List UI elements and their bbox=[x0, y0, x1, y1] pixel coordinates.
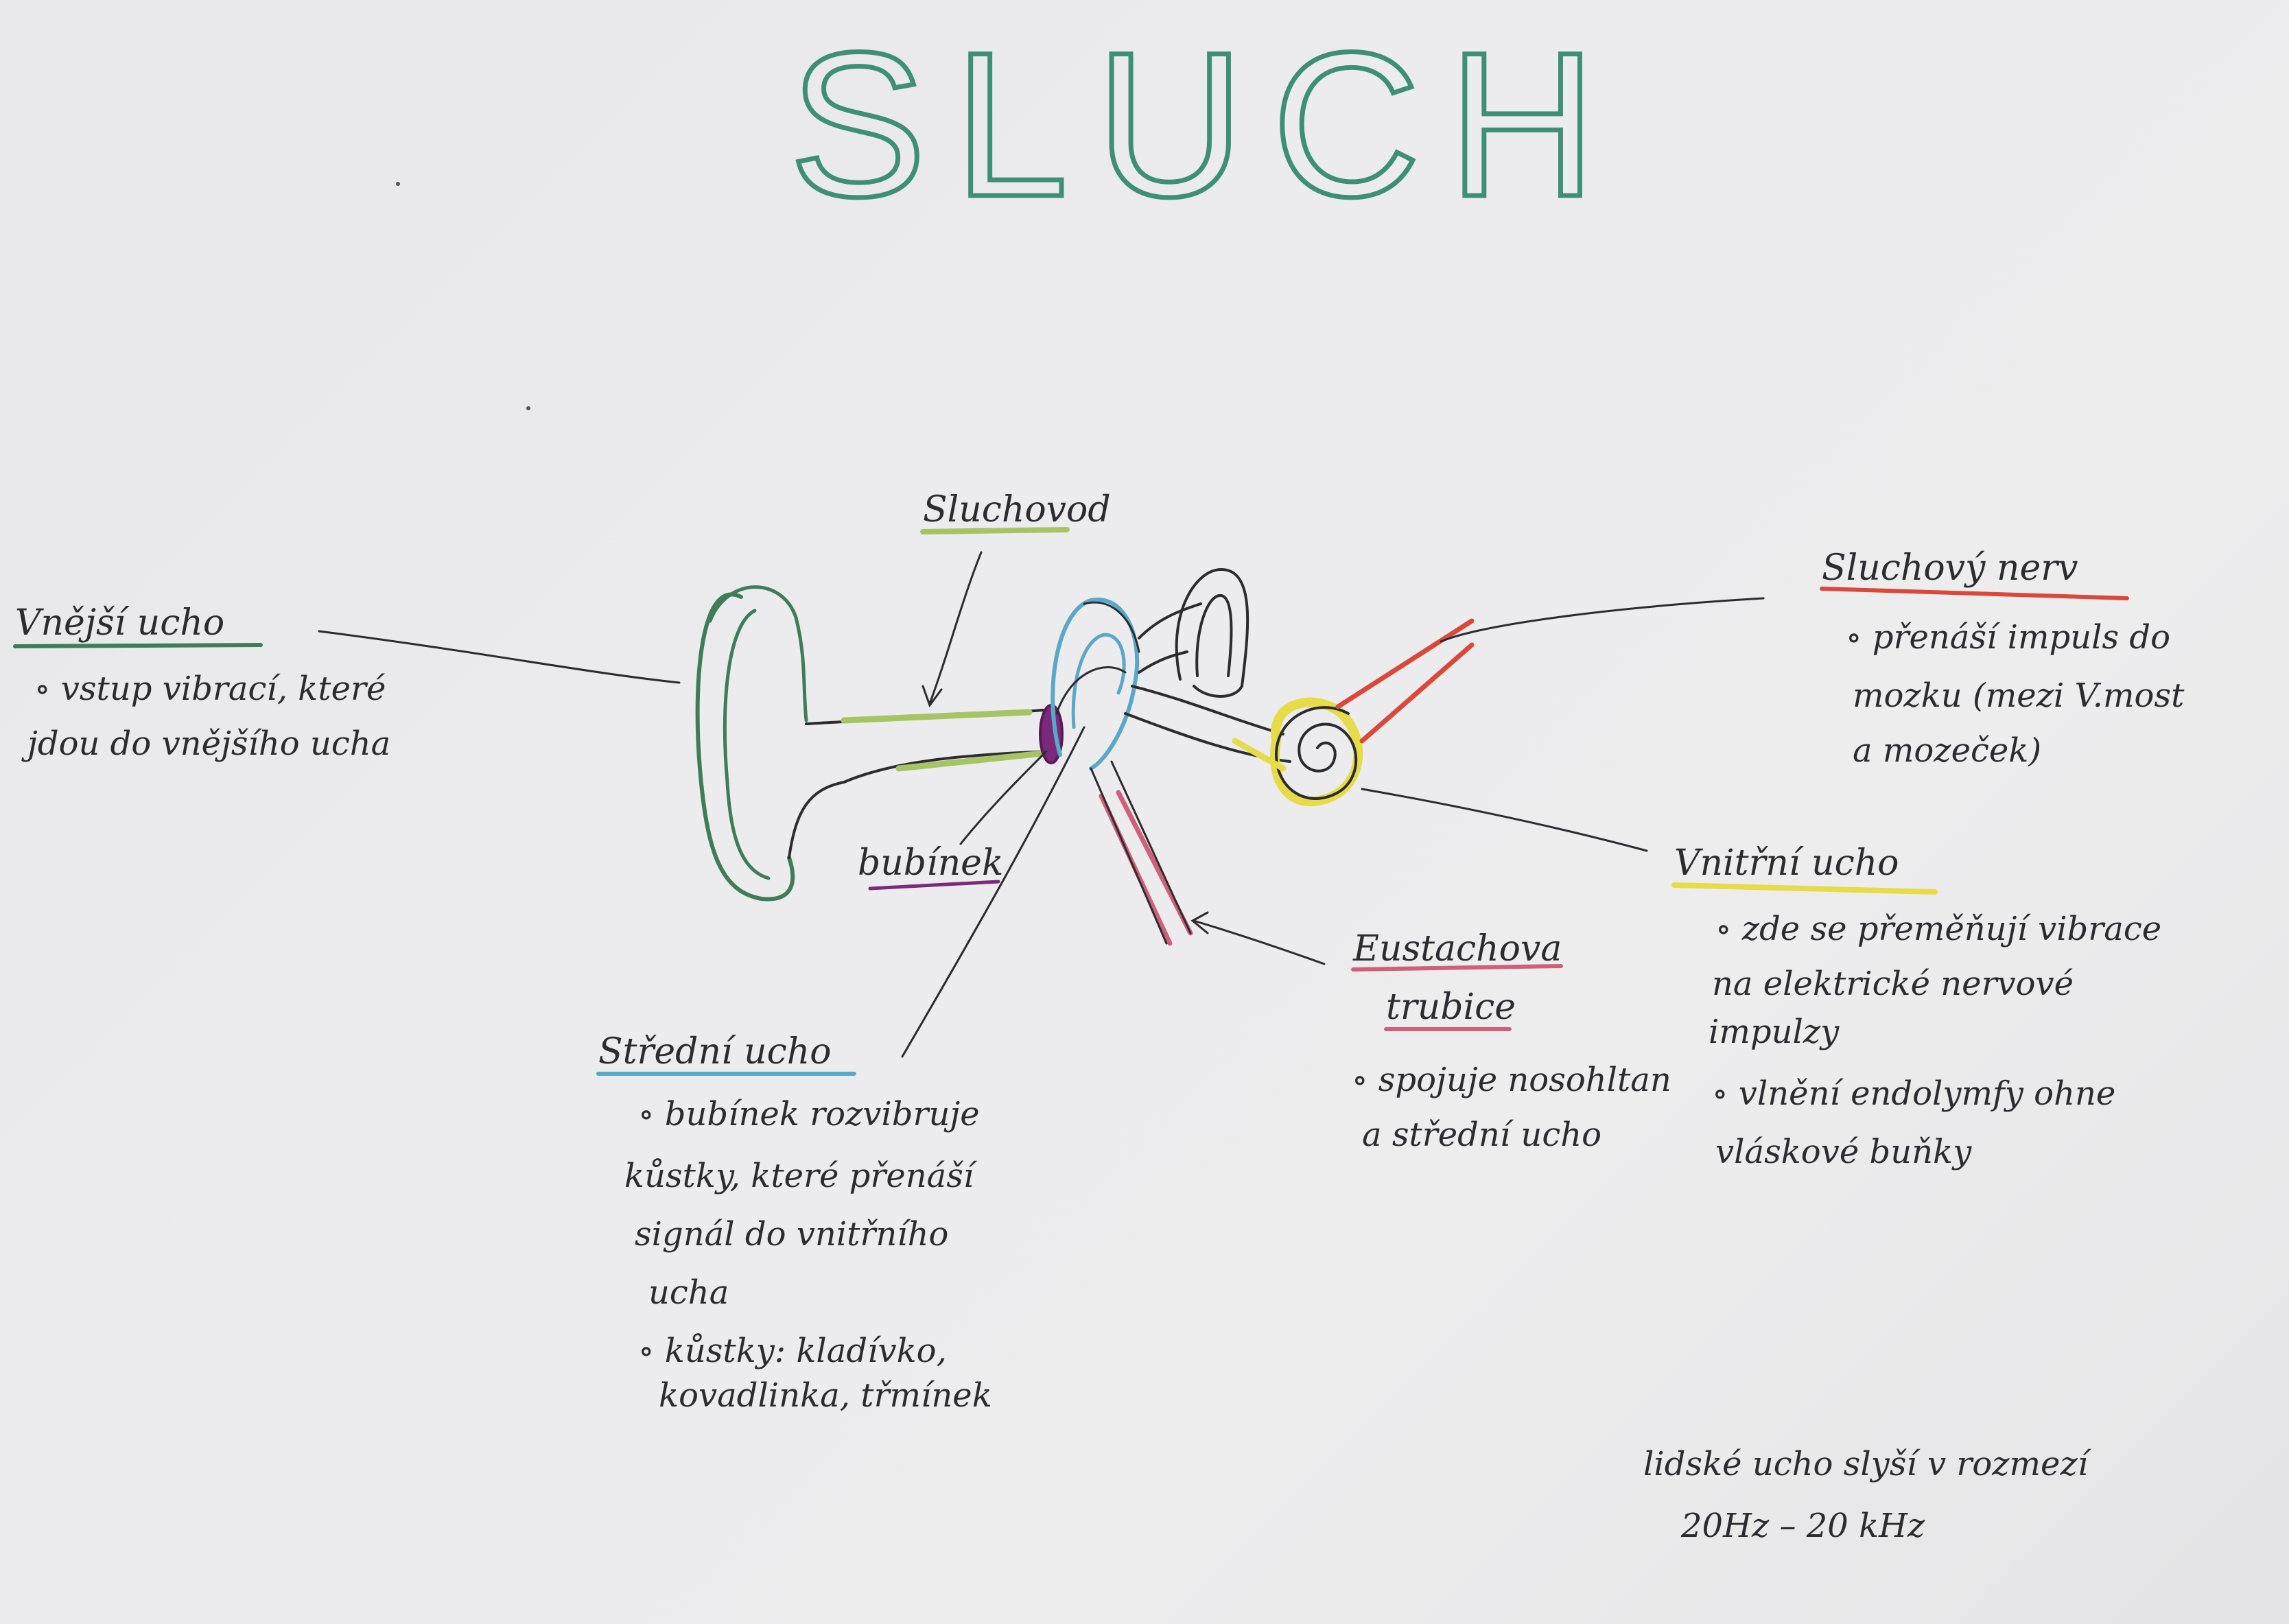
semicircular-canals-inner bbox=[1195, 593, 1233, 677]
eustachian-note-line-2: a střední ucho bbox=[1362, 1116, 1601, 1154]
middle-ear-ossicles-inner bbox=[1071, 633, 1126, 729]
pinna-outline bbox=[695, 592, 795, 902]
auditory-nerve-note-line-1: ∘ přenáší impuls do bbox=[1846, 618, 2170, 657]
inner-ear-note-line-5: vláskové buňky bbox=[1715, 1133, 1972, 1171]
middle-ear-ossicles bbox=[1050, 597, 1140, 770]
ear-illustration bbox=[695, 568, 1475, 946]
pinna-top bbox=[708, 585, 808, 722]
ossicle-outline bbox=[1055, 601, 1140, 715]
auditory-nerve-note-line-2: mozku (mezi V.most bbox=[1853, 676, 2185, 715]
eustachian-note-line-1: ∘ spojuje nosohltan bbox=[1352, 1061, 1671, 1099]
middle-ear-leader bbox=[901, 726, 1085, 1058]
outer-ear-leader bbox=[318, 630, 681, 684]
inner-ear-leader bbox=[1361, 788, 1648, 852]
auditory-nerve-note-line-3: a mozeček) bbox=[1853, 731, 2041, 770]
inner-ear-note-line-4: ∘ vlnění endolymfy ohne bbox=[1712, 1074, 2115, 1113]
inner-ear-note-line-1: ∘ zde se přeměňují vibrace bbox=[1715, 910, 2161, 948]
paper-speck bbox=[526, 406, 530, 410]
eardrum-underline bbox=[868, 880, 1000, 891]
inner-ear-label: Vnitřní ucho bbox=[1674, 843, 1899, 884]
eustachian-arrowhead bbox=[1190, 911, 1209, 934]
outer-ear-note-line-1: ∘ vstup vibrací, které bbox=[34, 670, 386, 708]
ear-canal-highlight-bottom bbox=[895, 750, 1046, 772]
auditory-nerve-2 bbox=[1359, 642, 1475, 744]
eustachian-label-1: Eustachova bbox=[1352, 928, 1562, 969]
outer-ear-note-line-2: jdou do vnějšího ucha bbox=[21, 725, 390, 763]
pinna-lobe bbox=[788, 781, 845, 859]
middle-ear-note-line-1: ∘ bubínek rozvibruje bbox=[638, 1095, 980, 1133]
ear-canal-highlight-top bbox=[841, 709, 1033, 724]
inner-ear-note-line-3: impulzy bbox=[1709, 1013, 1840, 1051]
auditory-nerve-label: Sluchový nerv bbox=[1822, 548, 2078, 589]
labels: Vnější ucho Sluchovod bubínek Střední uc… bbox=[15, 489, 2078, 1072]
outer-ear-label: Vnější ucho bbox=[15, 602, 224, 644]
label-underlines bbox=[13, 527, 2129, 1076]
paper-speck bbox=[396, 182, 400, 186]
middle-ear-note-line-2: kůstky, které přenáší bbox=[624, 1157, 978, 1195]
eustachian-tube-outline bbox=[1090, 760, 1192, 945]
canal-link bbox=[1138, 602, 1202, 674]
middle-ear-note-line-5: ∘ kůstky: kladívko, bbox=[638, 1332, 947, 1370]
leader-lines bbox=[318, 551, 1765, 1058]
middle-ear-note-line-4: ucha bbox=[648, 1273, 729, 1312]
cochlea-tail bbox=[1232, 738, 1287, 772]
cochlea bbox=[1270, 697, 1363, 807]
ear-canal-underline bbox=[920, 527, 1070, 534]
eustachian-tube-2 bbox=[1116, 790, 1193, 936]
semicircular-canals bbox=[1175, 568, 1249, 698]
notes: ∘ vstup vibrací, které jdou do vnějšího … bbox=[21, 618, 2185, 1545]
eardrum-leader bbox=[959, 750, 1048, 845]
cochlea-spiral bbox=[1275, 706, 1358, 800]
page-title: SLUCH bbox=[789, 9, 1624, 239]
auditory-nerve-underline bbox=[1820, 587, 2129, 600]
auditory-nerve-1 bbox=[1335, 618, 1475, 709]
inner-ear-note-line-2: na elektrické nervové bbox=[1712, 965, 2074, 1003]
eustachian-label-2: trubice bbox=[1386, 987, 1516, 1028]
ear-canal-leader bbox=[928, 551, 983, 705]
ear-canal-label: Sluchovod bbox=[923, 489, 1111, 530]
eardrum-label: bubínek bbox=[858, 843, 1003, 884]
inner-ear-underline bbox=[1671, 882, 1938, 895]
hearing-range-line-1: lidské ucho slyší v rozmezí bbox=[1643, 1445, 2092, 1483]
outer-ear-underline bbox=[13, 643, 263, 648]
auditory-nerve-leader bbox=[1440, 597, 1765, 643]
ear-canal-arrowhead bbox=[922, 685, 943, 708]
vestibule-link bbox=[1124, 685, 1291, 763]
eustachian-leader bbox=[1193, 919, 1326, 965]
ear-canal-bottom bbox=[843, 750, 1051, 784]
pinna-inner bbox=[723, 609, 771, 880]
eustachian-underline-1 bbox=[1351, 964, 1563, 972]
middle-ear-label: Střední ucho bbox=[598, 1031, 832, 1072]
hearing-range-line-2: 20Hz – 20 kHz bbox=[1680, 1507, 1925, 1545]
middle-ear-note-line-6: kovadlinka, třmínek bbox=[659, 1376, 992, 1415]
middle-ear-note-line-3: signál do vnitřního bbox=[635, 1215, 948, 1254]
